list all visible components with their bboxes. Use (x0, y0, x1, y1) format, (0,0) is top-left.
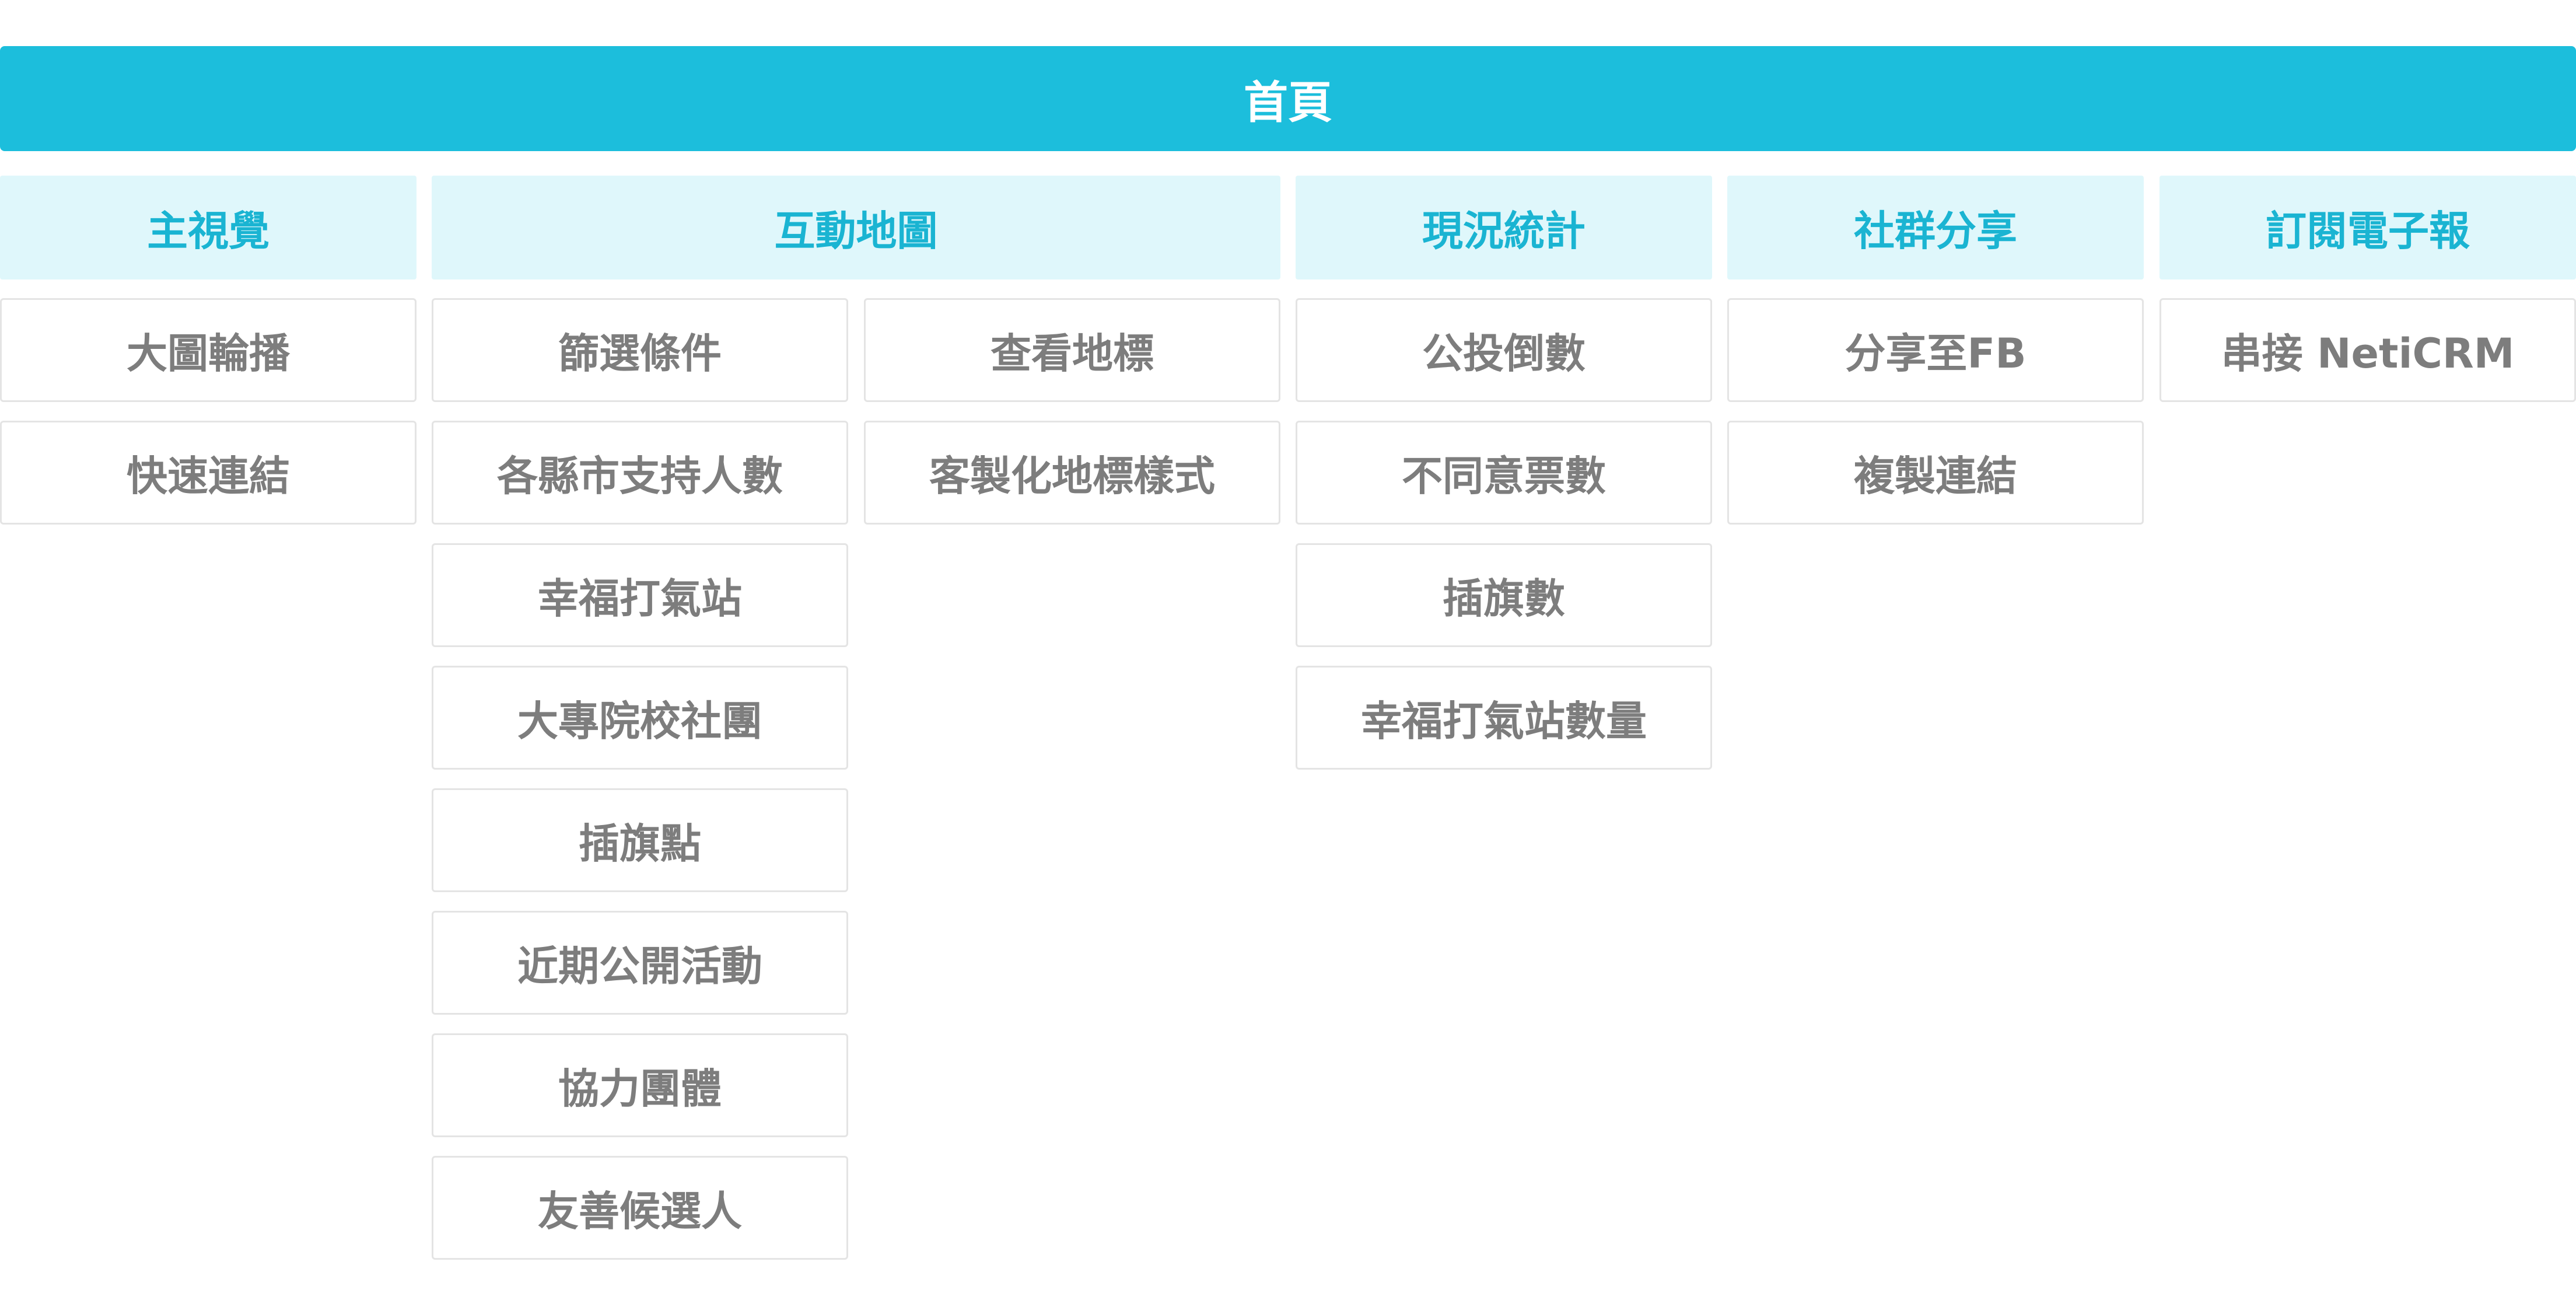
node-friendly-candidates: 友善候選人 (432, 1156, 848, 1260)
node-quick-links: 快速連結 (0, 421, 416, 525)
node-filter-conditions: 篩選條件 (432, 298, 848, 402)
root-node-home: 首頁 (0, 46, 2576, 151)
node-partner-groups: 協力團體 (432, 1033, 848, 1137)
node-supporters-by-county: 各縣市支持人數 (432, 421, 848, 525)
section-header-newsletter: 訂閱電子報 (2160, 176, 2576, 279)
node-cheer-station-count: 幸福打氣站數量 (1296, 666, 1712, 770)
node-copy-link: 複製連結 (1727, 421, 2144, 525)
node-custom-landmark-style: 客製化地標樣式 (864, 421, 1280, 525)
section-header-interactive-map: 互動地圖 (432, 176, 1280, 279)
section-header-social-share: 社群分享 (1727, 176, 2144, 279)
node-hero-carousel: 大圖輪播 (0, 298, 416, 402)
node-disagree-votes: 不同意票數 (1296, 421, 1712, 525)
node-college-clubs: 大專院校社團 (432, 666, 848, 770)
node-recent-public-events: 近期公開活動 (432, 911, 848, 1015)
node-flag-count: 插旗數 (1296, 543, 1712, 647)
node-referendum-countdown: 公投倒數 (1296, 298, 1712, 402)
node-share-to-fb: 分享至FB (1727, 298, 2144, 402)
node-neticrm-integration: 串接 NetiCRM (2160, 298, 2576, 402)
section-header-main-visual: 主視覺 (0, 176, 416, 279)
node-flag-points: 插旗點 (432, 788, 848, 892)
node-cheer-station: 幸福打氣站 (432, 543, 848, 647)
section-header-status-stats: 現況統計 (1296, 176, 1712, 279)
node-view-landmarks: 查看地標 (864, 298, 1280, 402)
